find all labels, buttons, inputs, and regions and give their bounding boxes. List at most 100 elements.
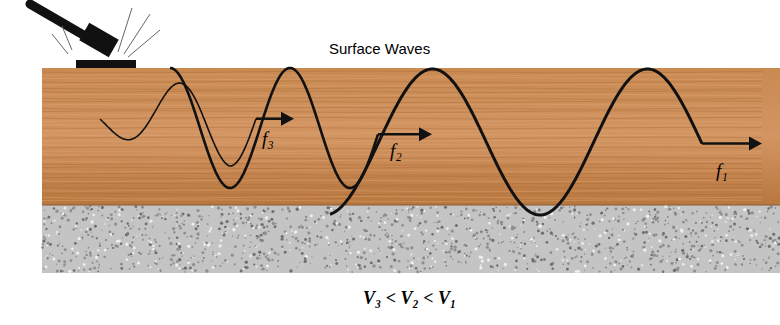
gravel-grain (571, 233, 573, 235)
gravel-grain (207, 235, 208, 236)
gravel-grain (703, 217, 705, 219)
gravel-grain (725, 268, 726, 269)
gravel-grain (207, 223, 209, 225)
gravel-grain (662, 255, 664, 257)
gravel-grain (518, 252, 521, 255)
gravel-grain (680, 230, 683, 233)
gravel-grain (396, 244, 397, 245)
grain-line (42, 131, 762, 133)
gravel-grain (696, 211, 698, 213)
gravel-grain (710, 226, 711, 227)
gravel-grain (243, 268, 245, 270)
gravel-grain (203, 243, 206, 246)
gravel-grain (514, 269, 516, 271)
grain-line (42, 197, 762, 199)
gravel-grain (765, 261, 768, 264)
gravel-grain (97, 254, 99, 256)
gravel-grain (62, 245, 64, 247)
gravel-grain (502, 268, 503, 269)
gravel-grain (769, 237, 772, 240)
gravel-grain (309, 246, 311, 248)
gravel-grain (56, 233, 57, 234)
gravel-grain (384, 229, 386, 231)
gravel-grain (265, 216, 268, 219)
gravel-grain (194, 269, 197, 272)
gravel-grain (488, 217, 490, 219)
gravel-grain (212, 253, 214, 255)
gravel-grain (358, 216, 361, 219)
gravel-grain (137, 215, 139, 217)
gravel-grain (750, 234, 753, 237)
gravel-grain (360, 256, 363, 259)
gravel-grain (492, 208, 494, 210)
gravel-grain (716, 208, 718, 210)
gravel-grain (546, 241, 549, 244)
gravel-grain (715, 224, 718, 227)
gravel-grain (92, 262, 94, 264)
gravel-grain (51, 223, 53, 225)
gravel-grain (700, 230, 702, 232)
gravel-grain (221, 208, 223, 210)
gravel-grain (376, 211, 378, 213)
gravel-grain (682, 221, 685, 224)
gravel-grain (203, 257, 205, 259)
gravel-grain (153, 225, 154, 226)
grain-line (42, 111, 762, 113)
grain-line (42, 114, 762, 116)
gravel-grain (756, 216, 757, 217)
gravel-grain (520, 242, 522, 244)
gravel-grain (149, 238, 151, 240)
gravel-grain (122, 237, 123, 238)
gravel-grain (643, 241, 646, 244)
gravel-grain (101, 229, 102, 230)
gravel-grain (586, 214, 588, 216)
gravel-grain (682, 243, 684, 245)
gravel-grain (135, 205, 138, 208)
gravel-grain (775, 265, 777, 267)
gravel-grain (605, 266, 607, 268)
gravel-grain (536, 245, 538, 247)
gravel-grain (129, 228, 131, 230)
gravel-grain (335, 259, 337, 261)
gravel-grain (416, 206, 418, 208)
gravel-grain (224, 259, 227, 262)
gravel-grain (436, 221, 438, 223)
grain-line (42, 107, 762, 109)
strike-plate (76, 60, 136, 68)
gravel-grain (716, 261, 719, 264)
gravel-grain (49, 253, 50, 254)
gravel-grain (56, 269, 59, 272)
gravel-grain (536, 221, 538, 223)
gravel-grain (678, 207, 681, 210)
gravel-grain (733, 229, 735, 231)
gravel-grain (465, 245, 467, 247)
gravel-grain (753, 230, 755, 232)
gravel-grain (594, 228, 595, 229)
gravel-grain (378, 226, 380, 228)
gravel-grain (192, 263, 195, 266)
gravel-grain (776, 261, 779, 264)
gravel-grain (161, 217, 164, 220)
gravel-grain (150, 241, 153, 244)
gravel-grain (624, 230, 626, 232)
gravel-grain (733, 212, 736, 215)
gravel-grain (310, 214, 313, 217)
gravel-grain (86, 207, 89, 210)
gravel-grain (304, 238, 307, 241)
gravel-grain (380, 217, 382, 219)
gravel-grain (182, 223, 184, 225)
gravel-grain (267, 207, 270, 210)
gravel-grain (622, 265, 625, 268)
gravel-grain (775, 239, 777, 241)
gravel-grain (520, 243, 522, 245)
gravel-grain (171, 215, 172, 216)
gravel-grain (435, 206, 437, 208)
gravel-grain (759, 246, 762, 249)
gravel-grain (176, 209, 177, 210)
gravel-grain (130, 253, 132, 255)
gravel-grain (259, 239, 262, 242)
gravel-grain (763, 259, 764, 260)
grain-line (42, 137, 762, 139)
gravel-grain (578, 242, 580, 244)
gravel-grain (266, 211, 267, 212)
